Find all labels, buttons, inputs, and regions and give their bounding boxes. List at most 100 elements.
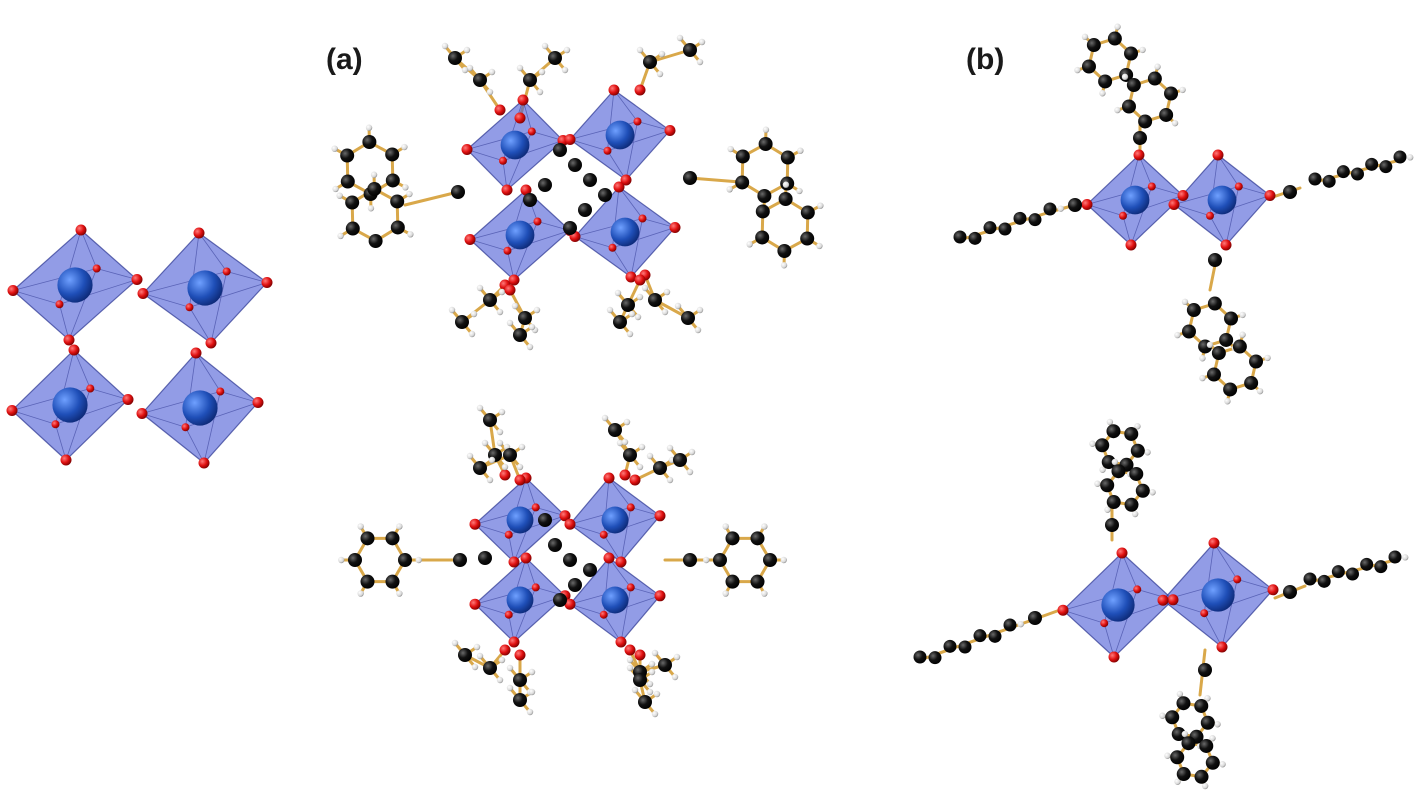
polyhedra-layer (11, 89, 1274, 658)
carbon-atom (1205, 755, 1220, 770)
hydrogen-atom (1239, 311, 1246, 319)
hydrogen-atom (628, 310, 636, 318)
carbon-atom (568, 158, 582, 172)
carbon-atom (1199, 738, 1214, 753)
carbon-atom (1170, 750, 1185, 765)
carbon-atom (1124, 497, 1139, 512)
carbon-atom (1124, 46, 1139, 61)
carbon-atom (621, 298, 635, 312)
hydrogen-atom (357, 590, 364, 597)
oxygen-atom (599, 610, 608, 619)
carbon-atom (360, 574, 375, 589)
carbon-atom (643, 55, 657, 69)
oxygen-atom (1233, 575, 1242, 584)
hydrogen-atom (626, 656, 634, 664)
carbon-atom (735, 175, 750, 190)
hydrogen-atom (1256, 387, 1264, 395)
oxygen-atom (1200, 609, 1209, 618)
hydrogen-atom (626, 330, 634, 338)
carbon-atom (1111, 464, 1126, 479)
metal-atom (1120, 185, 1150, 215)
hydrogen-atom (621, 438, 629, 446)
hydrogen-atom (402, 184, 409, 191)
carbon-atom (367, 182, 382, 197)
oxygen-atom (1133, 149, 1145, 161)
hydrogen-atom (816, 242, 823, 250)
oxygen-atom (1133, 585, 1142, 594)
carbon-atom (548, 538, 562, 552)
hydrogen-atom (337, 232, 344, 240)
hydrogen-atom (676, 34, 684, 42)
hydrogen-atom (526, 708, 534, 716)
carbon-atom (735, 149, 750, 164)
oxygen-atom (559, 510, 571, 522)
carbon-atom (1165, 710, 1180, 725)
hydrogen-atom (1181, 298, 1189, 306)
carbon-atom (800, 231, 815, 246)
hydrogen-atom (1407, 154, 1414, 161)
carbon-atom (1388, 550, 1402, 564)
hydrogen-atom (528, 668, 536, 676)
hydrogen-atom (1094, 480, 1101, 487)
carbon-atom (1013, 211, 1027, 225)
hydrogen-atom (1209, 735, 1216, 742)
oxygen-atom (615, 636, 627, 648)
carbon-atom (750, 531, 765, 546)
carbon-atom (1208, 253, 1222, 267)
carbon-atom (340, 148, 355, 163)
oxygen-atom (469, 518, 481, 530)
hydrogen-atom (626, 664, 634, 672)
hydrogen-atom (1181, 730, 1189, 738)
oxygen-atom (193, 227, 205, 239)
oxygen-atom (1108, 651, 1120, 663)
hydrogen-atom (528, 688, 536, 696)
carbon-atom (1351, 167, 1364, 181)
hydrogen-atom (488, 456, 496, 464)
oxygen-atom (494, 104, 506, 116)
carbon-atom (673, 453, 687, 467)
oxygen-atom (564, 598, 576, 610)
metal-atom (1201, 578, 1235, 612)
oxygen-atom (464, 234, 476, 245)
carbon-atom (1121, 99, 1136, 114)
carbon-atom (1126, 78, 1141, 93)
carbon-atom (483, 413, 497, 427)
oxygen-atom (136, 408, 148, 419)
hydrogen-atom (1139, 46, 1146, 54)
oxygen-atom (504, 284, 516, 296)
carbon-atom (1223, 382, 1238, 397)
carbon-atom (345, 221, 360, 236)
panel-label-b: (b) (966, 43, 1004, 76)
carbon-atom (1207, 296, 1222, 311)
oxygen-atom (517, 94, 529, 106)
hydrogen-atom (338, 556, 345, 564)
hydrogen-atom (518, 443, 526, 451)
hydrogen-atom (698, 38, 706, 46)
carbon-atom (598, 188, 612, 202)
bond (403, 190, 460, 207)
oxygen-atom (1267, 584, 1279, 596)
carbon-atom (340, 174, 355, 189)
hydrogen-atom (746, 241, 753, 248)
oxygen-atom (222, 267, 231, 276)
carbon-atom (513, 673, 527, 687)
oxygen-atom (86, 384, 95, 393)
carbon-atom (800, 205, 815, 220)
carbon-atom (458, 648, 472, 662)
carbon-atom (1176, 767, 1191, 782)
hydrogen-atom (817, 202, 824, 209)
carbon-atom (1244, 375, 1259, 390)
hydrogen-atom (666, 444, 674, 452)
oxygen-atom (60, 454, 72, 466)
oxygen-atom (261, 277, 273, 288)
carbon-atom (638, 695, 652, 709)
bond (688, 176, 742, 184)
carbon-atom (360, 531, 375, 546)
hydrogen-atom (688, 448, 696, 456)
oxygen-atom (252, 397, 264, 408)
carbon-atom (1129, 466, 1144, 481)
hydrogen-atom (501, 463, 509, 471)
hydrogen-atom (1204, 695, 1211, 702)
hydrogen-atom (780, 262, 788, 269)
hydrogen-atom (631, 686, 639, 694)
